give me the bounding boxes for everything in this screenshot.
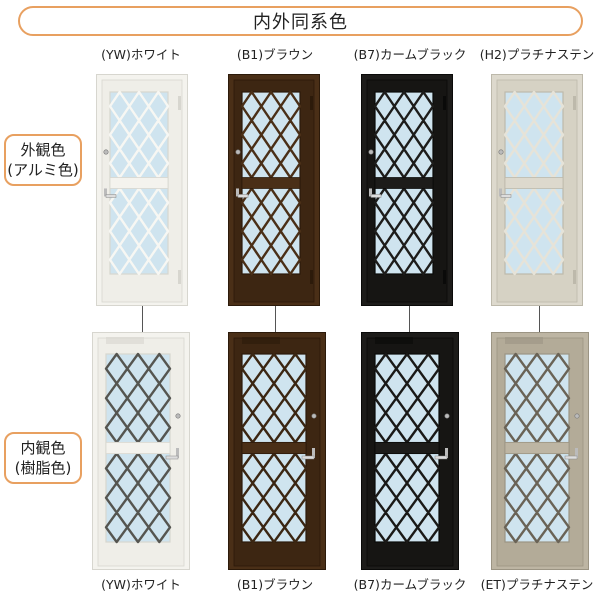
inner-door-label-et: (ET)プラチナステン (480, 577, 594, 592)
outer-door-label-h2: (H2)プラチナステン (479, 47, 595, 62)
outer-door-b7 (361, 74, 453, 306)
inner-color-tag: 内観色 (樹脂色) (4, 432, 82, 484)
outer-door-h2 (491, 74, 583, 306)
inner-door-b1 (228, 332, 326, 570)
outer-door-b1 (228, 74, 320, 306)
connector-line-yw (142, 304, 143, 332)
outer-door-label-b1: (B1)ブラウン (236, 47, 314, 62)
inner-tag-line2: (樹脂色) (14, 459, 72, 477)
connector-line-b1 (275, 304, 276, 332)
outer-door-yw (96, 74, 188, 306)
outer-door-label-b7: (B7)カームブラック (353, 47, 467, 62)
inner-door-label-b7: (B7)カームブラック (353, 577, 467, 592)
inner-door-et (491, 332, 589, 570)
outer-tag-line1: 外観色 (20, 141, 66, 159)
page-title: 内外同系色 (18, 6, 583, 36)
inner-door-yw (92, 332, 190, 570)
inner-tag-line1: 内観色 (20, 439, 66, 457)
inner-door-label-yw: (YW)ホワイト (101, 577, 181, 592)
outer-door-label-yw: (YW)ホワイト (101, 47, 181, 62)
connector-line-h2 (539, 304, 540, 332)
connector-line-b7 (409, 304, 410, 332)
outer-color-tag: 外観色 (アルミ色) (4, 134, 82, 186)
outer-tag-line2: (アルミ色) (7, 161, 79, 179)
inner-door-label-b1: (B1)ブラウン (236, 577, 314, 592)
inner-door-b7 (361, 332, 459, 570)
